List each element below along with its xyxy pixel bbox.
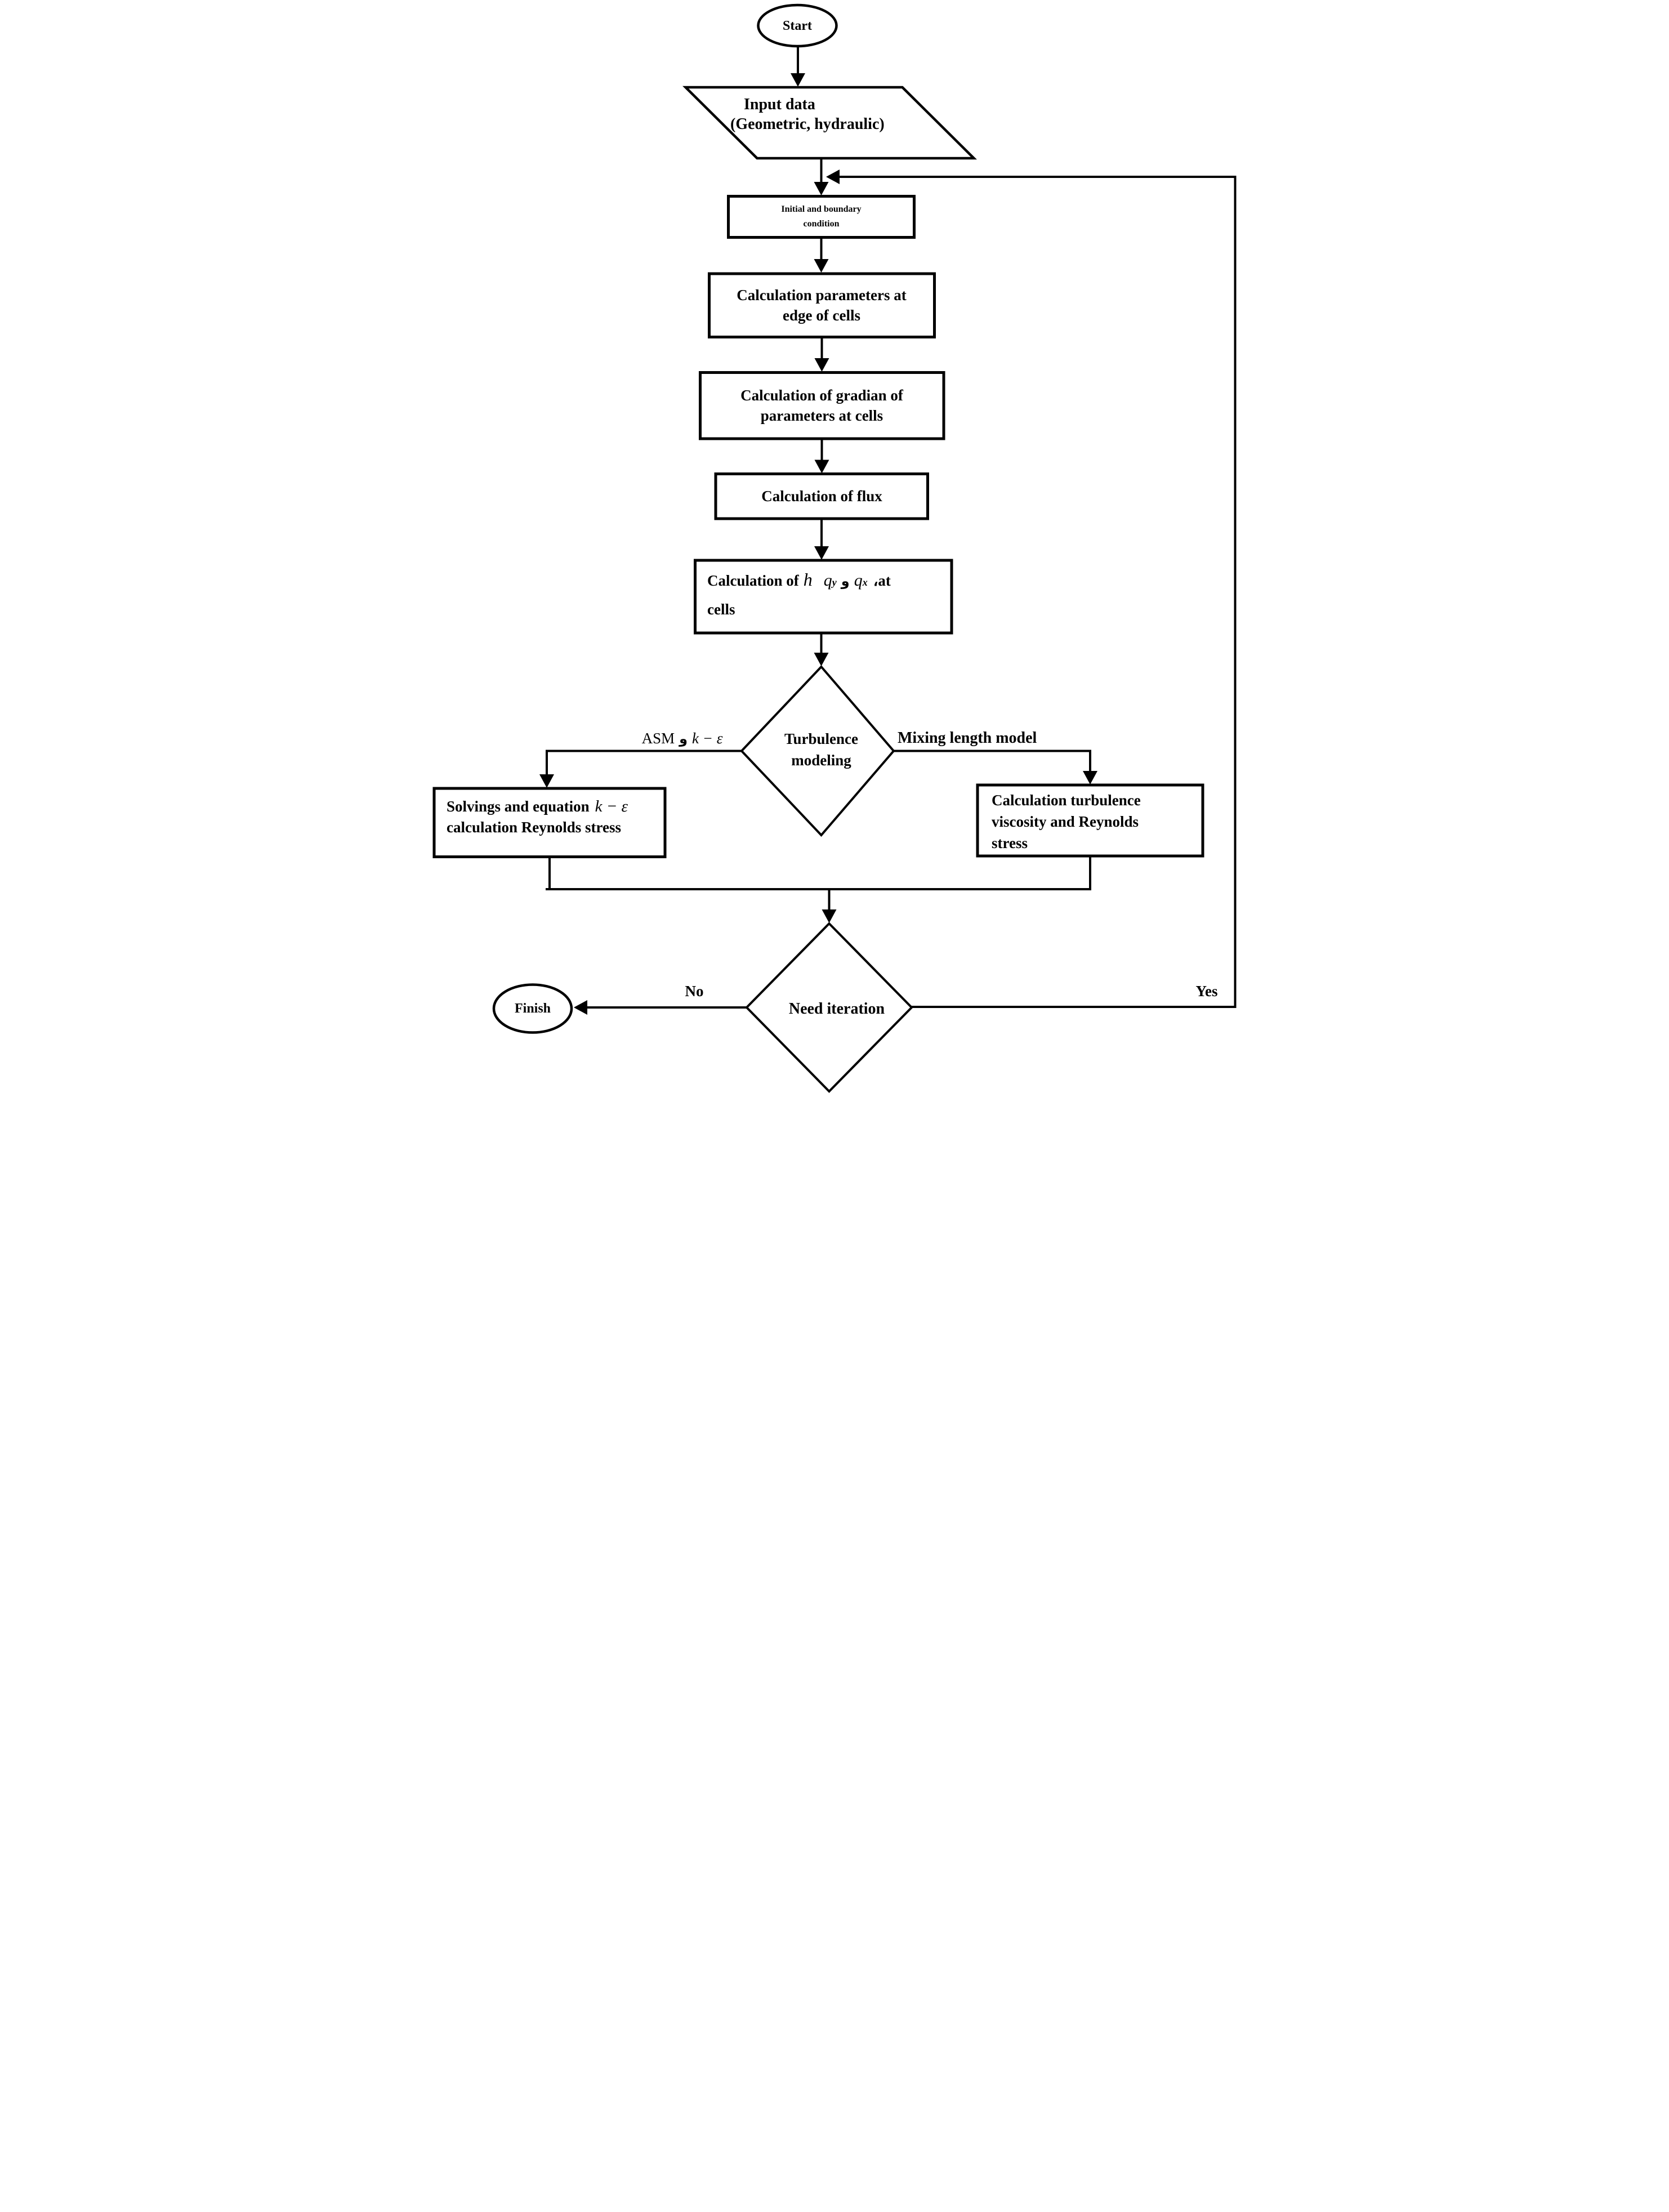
- k-epsilon-text: k − ε: [595, 797, 628, 815]
- k-epsilon-text: k − ε: [692, 730, 723, 747]
- asm-text: ASM: [641, 730, 675, 747]
- mixing-branch-label: Mixing length model: [898, 729, 1037, 747]
- arrow-down-icon: [539, 774, 554, 788]
- need-iteration-decision: Need iteration: [786, 1000, 887, 1018]
- math-qx: q: [854, 571, 863, 590]
- finish-ellipse-shape: [492, 983, 573, 1034]
- params-edge-node: Calculation parameters at edge of cells: [709, 274, 934, 337]
- viscosity-line3: stress: [992, 835, 1028, 851]
- gradient-line1: Calculation of gradian of: [740, 387, 903, 404]
- mixing-text: Mixing length model: [898, 729, 1037, 747]
- need-iteration-label: Need iteration: [788, 1000, 885, 1018]
- solve-ke-line1: Solvings and equation k − ε: [447, 796, 628, 817]
- arrow-down-icon: [791, 73, 805, 87]
- arrow-down-icon: [814, 182, 829, 195]
- input-data-line2: (Geometric, hydraulic): [730, 115, 885, 133]
- hq-prefix: Calculation of: [707, 572, 799, 589]
- params-edge-line2: edge of cells: [783, 307, 860, 324]
- math-h: h: [803, 569, 813, 590]
- need-iteration-diamond-shape: [745, 922, 913, 1093]
- turbulence-decision: Turbulence modeling: [772, 728, 871, 771]
- solve-ke-text: Solvings and equation: [447, 798, 590, 815]
- arrow-left-icon: [574, 1000, 587, 1015]
- hq-line2: cells: [707, 601, 735, 618]
- arrow-down-icon: [814, 653, 829, 666]
- math-qx-sub: x: [862, 577, 868, 588]
- flowchart-canvas: Start Input data (Geometric, hydraulic) …: [417, 0, 1252, 1106]
- waw-conjunction: و: [679, 731, 688, 747]
- viscosity-node: Calculation turbulence viscosity and Rey…: [978, 785, 1217, 860]
- yes-text: Yes: [1195, 983, 1218, 1000]
- solve-ke-node: Solvings and equation k − ε calculation …: [434, 788, 677, 864]
- gradient-node: Calculation of gradian of parameters at …: [700, 372, 944, 439]
- flow-connectors: [546, 46, 1237, 1009]
- hq-box-shape: [694, 559, 953, 635]
- arrow-down-icon: [814, 460, 829, 474]
- hq-suffix: ،at: [873, 572, 891, 589]
- initial-condition-line1: Initial and boundary: [781, 204, 862, 214]
- yes-label: Yes: [1190, 983, 1224, 1000]
- arrow-down-icon: [822, 909, 837, 923]
- finish-node: Finish: [494, 985, 572, 1032]
- input-data-line1: Input data: [744, 96, 815, 113]
- turbulence-diamond-shape: [740, 665, 895, 837]
- params-edge-line1: Calculation parameters at: [737, 287, 907, 304]
- flow-shapes-layer: [432, 3, 1237, 1093]
- turbulence-line1: Turbulence: [784, 730, 859, 747]
- arrow-down-icon: [1083, 771, 1097, 784]
- start-node: Start: [758, 5, 837, 46]
- viscosity-line2: viscosity and Reynolds: [992, 813, 1139, 830]
- viscosity-line1: Calculation turbulence: [992, 792, 1141, 809]
- arrow-down-icon: [814, 358, 829, 372]
- input-parallelogram-shape: [682, 86, 977, 160]
- waw-conjunction: و: [841, 573, 850, 589]
- math-qy-sub: y: [832, 577, 837, 588]
- math-qy: q: [823, 571, 832, 590]
- no-text: No: [685, 983, 704, 1000]
- start-label: Start: [783, 18, 812, 33]
- gradient-line2: parameters at cells: [760, 407, 883, 424]
- initial-condition-line2: condition: [803, 218, 840, 229]
- arrowhead-icons: [539, 73, 1097, 1015]
- flux-label: Calculation of flux: [761, 488, 882, 505]
- turbulence-line2: modeling: [791, 752, 851, 769]
- arrow-down-icon: [814, 546, 829, 560]
- finish-label: Finish: [514, 1001, 551, 1016]
- flux-node: Calculation of flux: [716, 474, 928, 519]
- solve-ke-line2: calculation Reynolds stress: [447, 819, 622, 836]
- viscosity-box-shape: [976, 783, 1204, 858]
- arrow-left-icon: [826, 170, 840, 184]
- asm-branch-label: ASM و k − ε: [630, 730, 734, 747]
- initial-condition-node: Initial and boundary condition: [728, 196, 914, 237]
- arrow-down-icon: [814, 259, 829, 273]
- no-label: No: [677, 983, 711, 1000]
